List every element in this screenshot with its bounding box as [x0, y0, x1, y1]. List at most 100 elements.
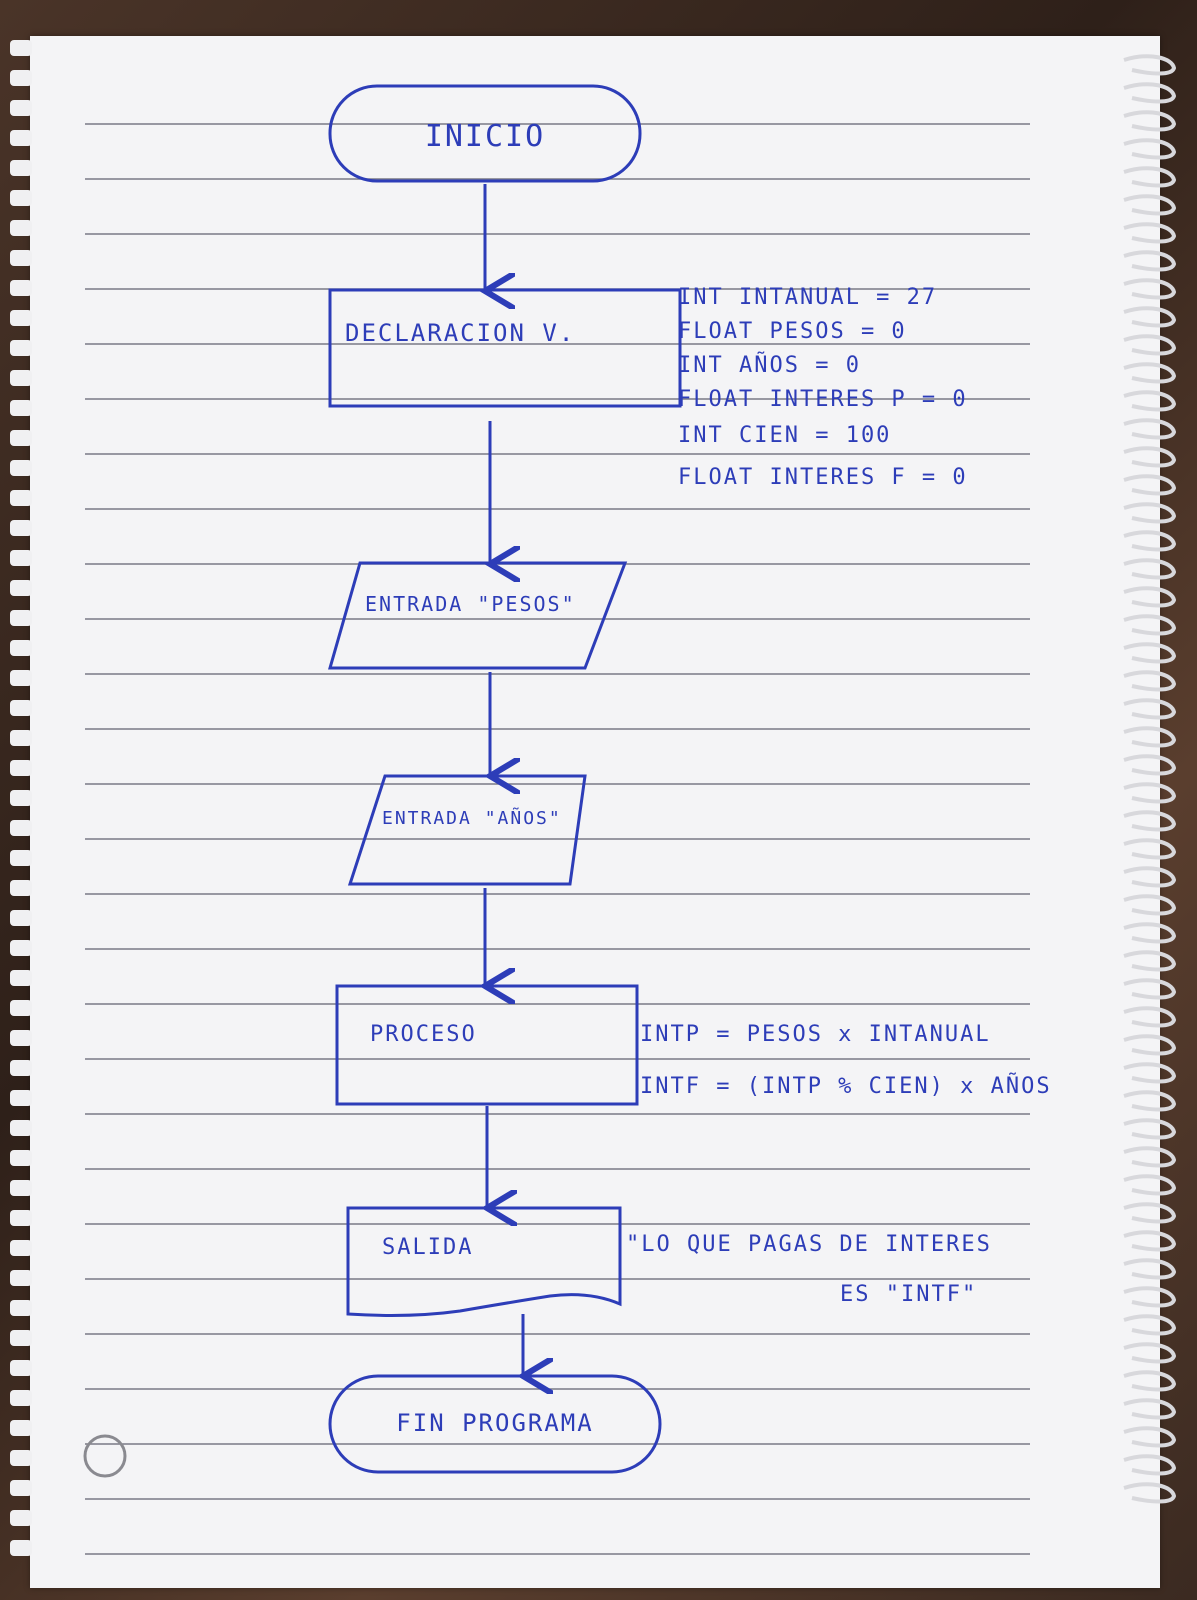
spiral-coil: [1123, 1342, 1177, 1364]
spiral-coil: [1123, 1370, 1177, 1392]
spiral-coil: [1123, 1398, 1177, 1420]
perforation: [10, 1180, 32, 1196]
declaration-line: INT CIEN = 100: [678, 423, 891, 448]
perforation: [10, 970, 32, 986]
perforation: [10, 1030, 32, 1046]
declarations-list: INT INTANUAL = 27 FLOAT PESOS = 0 INT AÑ…: [678, 285, 966, 490]
perforation: [10, 730, 32, 746]
spiral-coil: [1123, 1062, 1177, 1084]
spiral-coil: [1123, 866, 1177, 888]
notebook-page: INICIO DECLARACION V. INT INTANUAL = 27 …: [30, 36, 1160, 1588]
input-pesos-label: ENTRADA "PESOS": [365, 592, 576, 616]
spiral-coil: [1123, 978, 1177, 1000]
perforation: [10, 220, 32, 236]
spiral-coil: [1123, 1286, 1177, 1308]
spiral-coil: [1123, 446, 1177, 468]
perforation: [10, 40, 32, 56]
spiral-binding: [1123, 54, 1177, 1504]
perforation: [10, 1300, 32, 1316]
perforation: [10, 1360, 32, 1376]
perforation: [10, 580, 32, 596]
spiral-coil: [1123, 278, 1177, 300]
spiral-coil: [1123, 166, 1177, 188]
spiral-coil: [1123, 586, 1177, 608]
input-anos-box: ENTRADA "AÑOS": [347, 774, 587, 886]
perforation: [10, 910, 32, 926]
spiral-coil: [1123, 194, 1177, 216]
perforation: [10, 1540, 32, 1556]
perforation: [10, 160, 32, 176]
perforation: [10, 100, 32, 116]
perforated-edge: [10, 40, 32, 1556]
spiral-coil: [1123, 894, 1177, 916]
declaration-line: INT AÑOS = 0: [678, 351, 861, 378]
formula-line: INTF = (INTP % CIEN) x AÑOS: [640, 1072, 1052, 1099]
process-box: PROCESO: [335, 984, 639, 1106]
perforation: [10, 370, 32, 386]
spiral-coil: [1123, 1006, 1177, 1028]
spiral-coil: [1123, 390, 1177, 412]
perforation: [10, 340, 32, 356]
spiral-coil: [1123, 502, 1177, 524]
spiral-coil: [1123, 642, 1177, 664]
spiral-coil: [1123, 726, 1177, 748]
spiral-coil: [1123, 1454, 1177, 1476]
perforation: [10, 760, 32, 776]
perforation: [10, 490, 32, 506]
output-message-line: "LO QUE PAGAS DE INTERES: [626, 1232, 992, 1257]
perforation: [10, 850, 32, 866]
perforation: [10, 280, 32, 296]
spiral-coil: [1123, 138, 1177, 160]
perforation: [10, 460, 32, 476]
perforation: [10, 1480, 32, 1496]
perforation: [10, 310, 32, 326]
perforation: [10, 70, 32, 86]
spiral-coil: [1123, 614, 1177, 636]
perforation: [10, 1420, 32, 1436]
spiral-coil: [1123, 362, 1177, 384]
spiral-coil: [1123, 838, 1177, 860]
perforation: [10, 1090, 32, 1106]
formula-line: INTP = PESOS x INTANUAL: [640, 1022, 991, 1047]
output-message-line: ES "INTF": [840, 1282, 977, 1307]
start-terminal: INICIO: [328, 84, 642, 183]
output-label: SALIDA: [382, 1235, 473, 1260]
end-terminal: FIN PROGRAMA: [328, 1374, 662, 1474]
perforation: [10, 640, 32, 656]
spiral-coil: [1123, 110, 1177, 132]
perforation: [10, 700, 32, 716]
spiral-coil: [1123, 334, 1177, 356]
spiral-coil: [1123, 306, 1177, 328]
declaration-line: INT INTANUAL = 27: [678, 285, 937, 310]
spiral-coil: [1123, 698, 1177, 720]
spiral-coil: [1123, 922, 1177, 944]
spiral-coil: [1123, 1146, 1177, 1168]
spiral-coil: [1123, 222, 1177, 244]
perforation: [10, 550, 32, 566]
perforation: [10, 1000, 32, 1016]
perforation: [10, 1390, 32, 1406]
spiral-coil: [1123, 1426, 1177, 1448]
end-label: FIN PROGRAMA: [396, 1409, 593, 1437]
spiral-coil: [1123, 250, 1177, 272]
spiral-coil: [1123, 782, 1177, 804]
perforation: [10, 610, 32, 626]
perforation: [10, 820, 32, 836]
perforation: [10, 1060, 32, 1076]
spiral-coil: [1123, 670, 1177, 692]
perforation: [10, 130, 32, 146]
spiral-coil: [1123, 530, 1177, 552]
perforation: [10, 940, 32, 956]
spiral-coil: [1123, 1174, 1177, 1196]
perforation: [10, 1450, 32, 1466]
process-label: PROCESO: [370, 1022, 477, 1047]
spiral-coil: [1123, 1034, 1177, 1056]
perforation: [10, 1210, 32, 1226]
perforation: [10, 670, 32, 686]
start-label: INICIO: [425, 119, 545, 154]
perforation: [10, 1240, 32, 1256]
perforation: [10, 250, 32, 266]
spiral-coil: [1123, 1090, 1177, 1112]
declaration-line: FLOAT PESOS = 0: [678, 319, 907, 344]
perforation: [10, 1510, 32, 1526]
